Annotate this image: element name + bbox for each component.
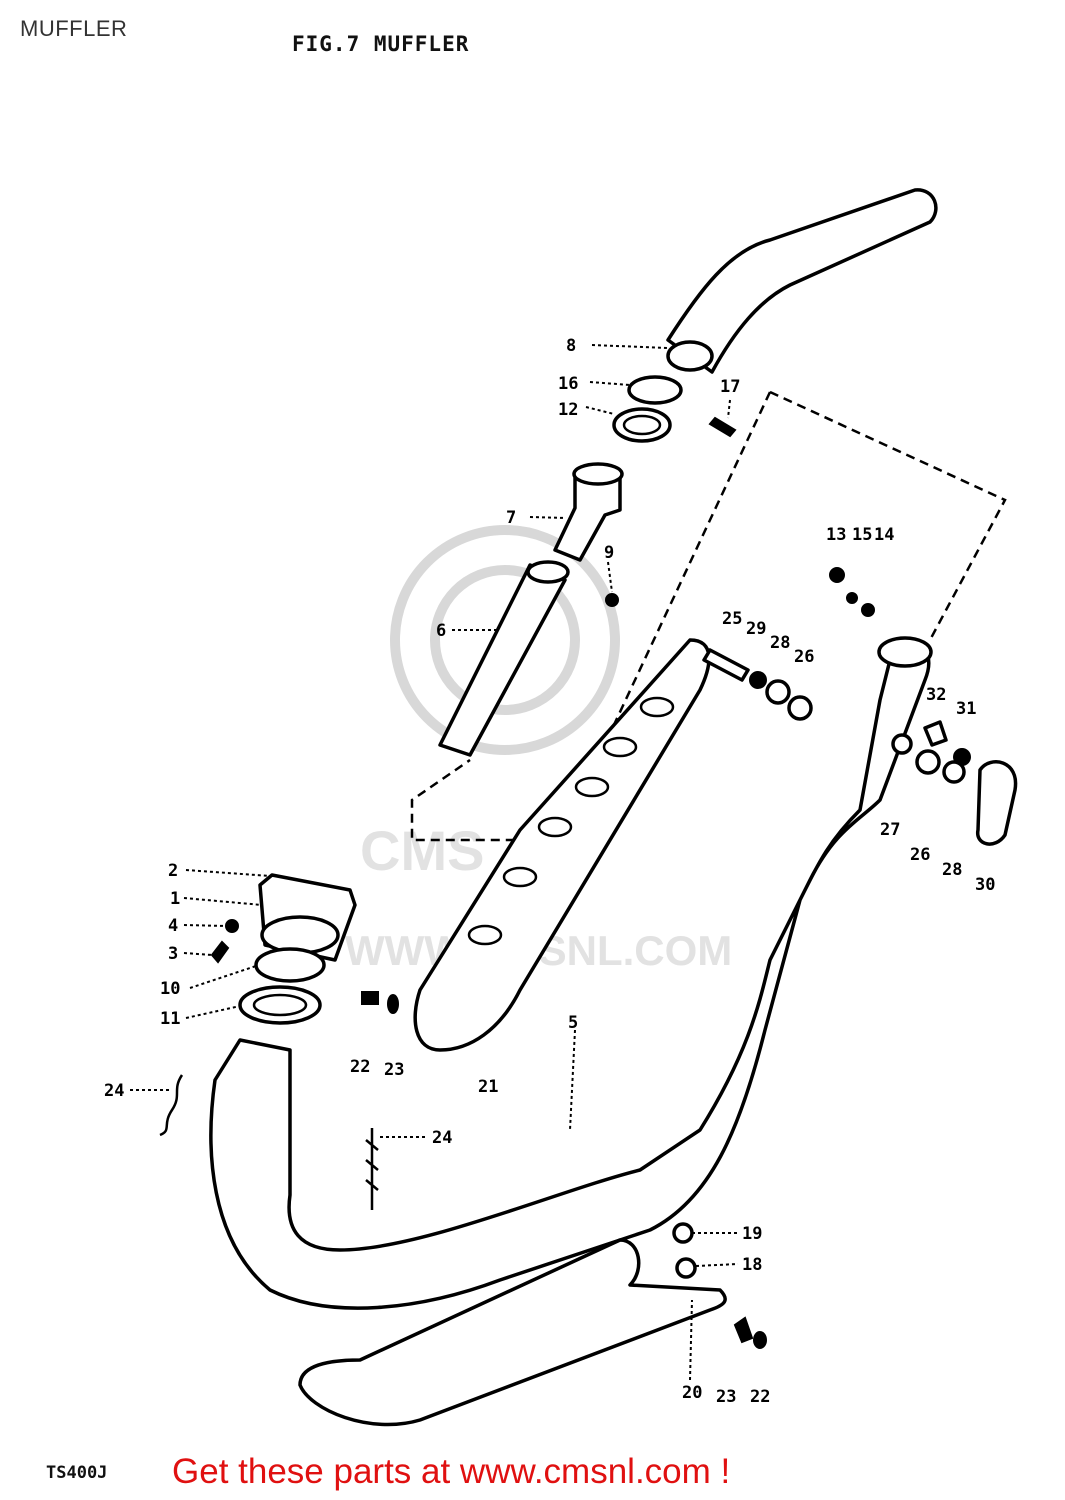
spark-arrester [553,476,622,562]
spring-center [365,1128,379,1210]
callout-22-lower: 22 [750,1387,770,1407]
guard-spacer [675,1257,697,1279]
guard-grommet [672,1222,694,1244]
callout-3: 3 [168,944,178,964]
page-label: MUFFLER [20,16,128,41]
baffle-screw [605,593,619,607]
callout-23-lower: 23 [716,1387,736,1407]
callout-32: 32 [926,685,946,705]
shield-washer [387,994,399,1014]
flange-nut [225,919,239,933]
bracket-bolt [923,720,948,747]
callout-labels: 8 16 12 17 7 9 6 13 15 14 25 29 28 26 32… [104,336,995,1407]
clamp-bolt [708,416,737,438]
figure-title: FIG.7 MUFFLER [292,32,470,56]
callout-11: 11 [160,1009,180,1029]
callout-18: 18 [742,1255,762,1275]
shield-bolt [361,991,379,1005]
pipe-clamp [627,375,683,405]
shield-mount-bolt [702,648,750,682]
muffler-outlet [877,636,933,668]
promo-link[interactable]: Get these parts at www.cmsnl.com ! [172,1452,731,1491]
watermark-logo-text: CMS [360,819,484,882]
callout-25: 25 [722,609,742,629]
outlet-washer [846,592,858,604]
callout-17: 17 [720,377,740,397]
model-code: TS400J [46,1463,108,1483]
spring-left [159,1074,184,1137]
callout-31: 31 [956,699,976,719]
callout-26-upper: 26 [794,647,814,667]
joint-gasket [612,407,672,443]
shield-mount-damper [765,679,791,705]
leader-lines [130,344,739,1381]
callout-24-center: 24 [432,1128,452,1148]
callout-12: 12 [558,400,578,420]
guard-bolt [733,1316,754,1344]
callout-19: 19 [742,1224,762,1244]
mounting-bracket [976,760,1018,846]
callout-28-lower: 28 [942,860,962,880]
muffler-body [209,638,931,1310]
tail-pipe-end [666,340,714,372]
outlet-bolt [829,567,845,583]
shield-mount-collar [787,695,813,721]
callout-7: 7 [506,508,516,528]
watermark-logo-ring [390,525,620,755]
callout-24-left: 24 [104,1081,124,1101]
callout-9: 9 [604,543,614,563]
joint-gasket-inner [622,414,662,436]
callout-16: 16 [558,374,578,394]
heat-shield-slots [467,696,675,946]
flange-stud [210,940,230,964]
lower-heat-guard [298,1238,727,1427]
bracket-collar [891,733,913,755]
baffle-tube-end [526,560,570,584]
callout-21: 21 [478,1077,498,1097]
callout-23-upper: 23 [384,1060,404,1080]
tail-pipe [666,188,938,374]
assembly-reference-outline [410,390,1007,842]
outlet-nut [861,603,875,617]
exhaust-joint-ring [238,985,322,1025]
exhaust-seal-ring [254,947,326,983]
callout-10: 10 [160,979,180,999]
callout-8: 8 [566,336,576,356]
callout-26-lower: 26 [910,845,930,865]
callout-28-upper: 28 [770,633,790,653]
exhaust-joint-ring-inner [252,993,308,1017]
bracket-washer [942,760,966,784]
watermark-logo-inner [430,565,580,715]
callout-5: 5 [568,1013,578,1033]
callout-14: 14 [874,525,894,545]
callout-2: 2 [168,861,178,881]
callout-1: 1 [170,889,180,909]
spark-arrester-cap [572,462,624,486]
shield-mount-washer [749,671,767,689]
callout-29: 29 [746,619,766,639]
callout-15: 15 [852,525,872,545]
callout-22-upper: 22 [350,1057,370,1077]
callout-4: 4 [168,916,178,936]
callout-27: 27 [880,820,900,840]
callout-30: 30 [975,875,995,895]
callout-13: 13 [826,525,846,545]
bracket-damper [915,749,941,775]
callout-20: 20 [682,1383,702,1403]
guard-washer [753,1331,767,1349]
callout-6: 6 [436,621,446,641]
exhaust-pipe-gasket [260,915,340,955]
